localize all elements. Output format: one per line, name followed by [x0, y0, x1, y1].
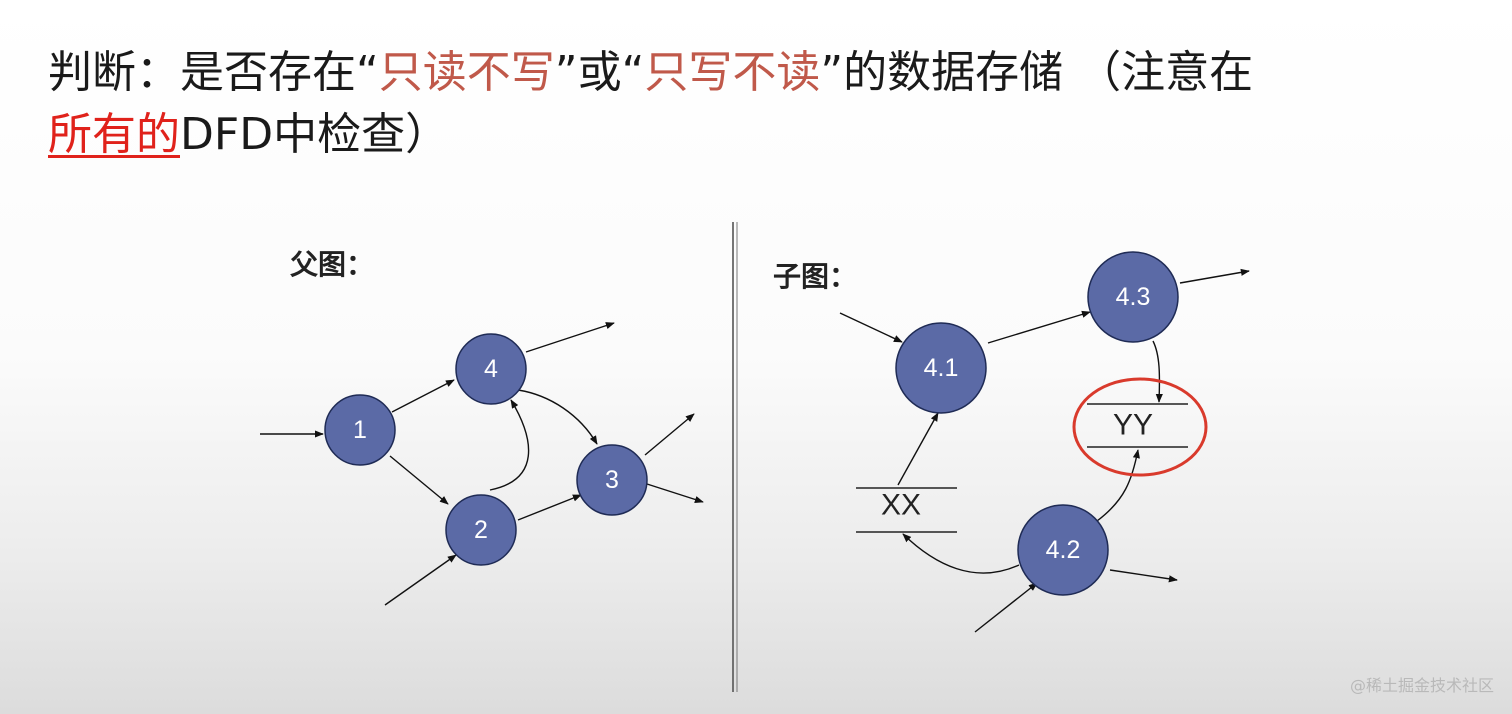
flow-in-to-2 [384, 554, 457, 606]
process-node-2-label: 2 [474, 516, 488, 544]
process-node-4: 4 [455, 333, 527, 405]
process-node-4-label: 4 [484, 355, 498, 383]
title-text-2: ”或“ [554, 47, 645, 98]
data-store-yy: YY [1087, 403, 1188, 448]
flow-2-to-4 [489, 399, 530, 491]
flow-4-2-out [1109, 569, 1178, 583]
highlight-circle-mark [1072, 377, 1208, 477]
process-node-4-3-label: 4.3 [1116, 283, 1151, 311]
flow-4-1-to-4-3 [987, 310, 1091, 344]
title-text-1: 判断：是否存在“ [48, 47, 379, 98]
process-node-3-label: 3 [605, 466, 619, 494]
flow-in-to-4-1 [839, 312, 903, 343]
process-node-4-2-label: 4.2 [1046, 536, 1081, 564]
process-node-4-3: 4.3 [1087, 251, 1179, 343]
slide-title: 判断：是否存在“只读不写”或“只写不读”的数据存储 （注意在所有的DFD中检查） [48, 42, 1498, 166]
title-text-3: ”的数据存储 （注意在 [820, 47, 1254, 98]
flow-xx-to-4-1 [897, 412, 939, 486]
flow-4-out [525, 322, 615, 353]
flow-4-to-3 [517, 389, 598, 445]
process-node-4-2: 4.2 [1017, 504, 1109, 596]
process-node-3: 3 [576, 444, 648, 516]
watermark: @稀土掘金技术社区 [1349, 676, 1494, 695]
flow-3-out-right [646, 483, 704, 503]
flow-4-2-to-yy [1096, 449, 1140, 522]
title-highlight-write-only: 只写不读 [644, 47, 821, 98]
flow-3-out-up [644, 413, 695, 456]
process-node-4-1: 4.1 [895, 322, 987, 414]
data-store-xx: XX [856, 487, 957, 533]
flow-4-3-to-yy [1152, 340, 1163, 403]
title-text-4: DFD中检查） [180, 109, 450, 160]
data-store-yy-label: YY [1113, 409, 1153, 442]
title-highlight-all: 所有的 [48, 109, 180, 160]
flow-2-to-3 [517, 494, 582, 521]
process-node-1-label: 1 [353, 416, 367, 444]
flow-1-to-4 [391, 379, 455, 413]
flow-4-2-to-xx [902, 533, 1020, 574]
flow-in-to-4-2 [974, 582, 1038, 633]
data-store-xx-label: XX [881, 489, 921, 522]
child-diagram-label: 子图： [773, 260, 858, 293]
flow-4-3-out [1179, 268, 1250, 284]
flow-1-to-2 [389, 455, 449, 505]
parent-diagram-label: 父图： [290, 248, 375, 281]
process-node-2: 2 [445, 494, 517, 566]
process-node-4-1-label: 4.1 [924, 354, 959, 382]
title-highlight-read-only: 只读不写 [378, 47, 555, 98]
process-node-1: 1 [324, 394, 396, 466]
